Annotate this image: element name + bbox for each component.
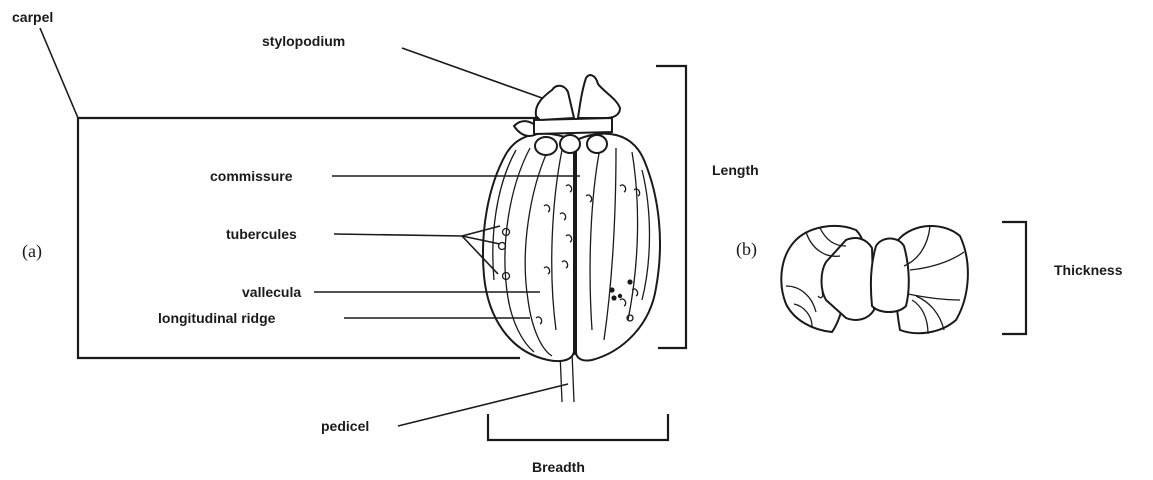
thickness-bracket [1002,222,1026,334]
breadth-bracket [488,414,668,440]
tubercules-label: tubercules [226,226,297,242]
pedicel-label: pedicel [321,418,369,434]
carpel-label: carpel [12,9,53,25]
carpel-bracket [40,28,558,358]
panel-b-label: (b) [736,239,757,260]
commissure-label: commissure [210,168,293,184]
length-bracket [656,66,686,348]
thickness-label: Thickness [1054,262,1123,278]
vallecula-label: vallecula [242,284,301,300]
panel-a-label: (a) [22,241,42,262]
stylopodium-label: stylopodium [262,33,345,49]
breadth-label: Breadth [532,459,585,475]
length-label: Length [712,162,759,178]
longitudinal-ridge-label: longitudinal ridge [158,310,276,326]
cross-section [781,226,968,334]
